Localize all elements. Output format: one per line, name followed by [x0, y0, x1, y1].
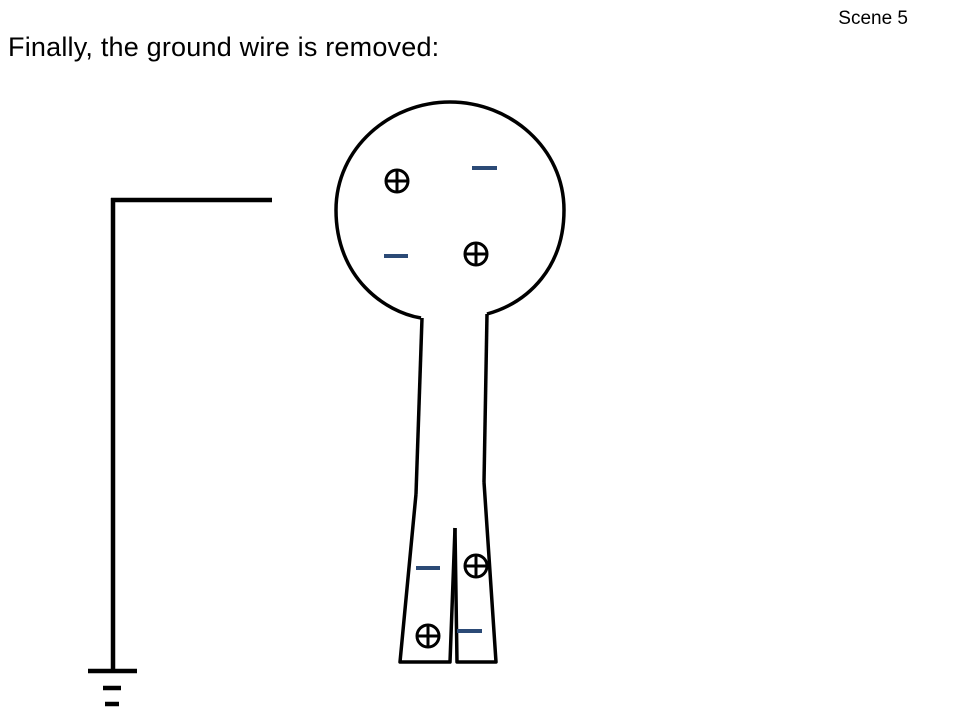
electroscope-knob: [334, 100, 566, 320]
stem-left-line: [414, 317, 424, 495]
left-leaf: [398, 493, 457, 664]
scene-label: Scene 5: [838, 8, 908, 29]
right-leaf: [453, 481, 498, 664]
positive-charge-icon: [463, 553, 489, 579]
ground-symbol-icon: [88, 668, 137, 707]
positive-charge-icon: [415, 623, 441, 649]
knob-charges: [384, 166, 497, 267]
positive-charge-icon: [463, 241, 489, 267]
positive-charge-icon: [384, 168, 410, 194]
stem-right-line: [482, 313, 489, 483]
leaf-charges: [415, 553, 489, 649]
ground-wire: [110, 197, 272, 670]
slide-headline: Finally, the ground wire is removed:: [8, 32, 440, 62]
